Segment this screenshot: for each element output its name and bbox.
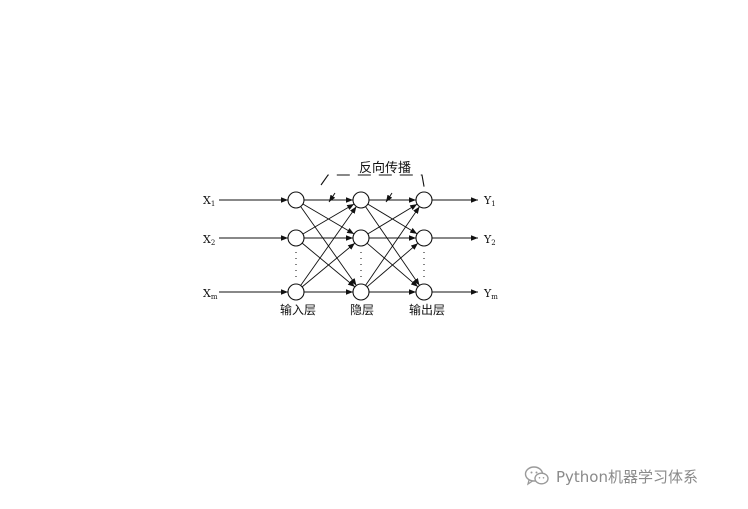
connection-edges <box>300 197 420 295</box>
output-label-m: Ym <box>483 287 498 301</box>
watermark: Python机器学习体系 <box>524 463 698 489</box>
output-node-3 <box>415 283 433 301</box>
output-label-2: Y2 <box>483 233 496 247</box>
ellipsis-dots <box>295 252 425 278</box>
network-nodes <box>287 191 433 301</box>
edge-hidden-3-to-2 <box>366 242 419 288</box>
layer-label-hidden: 隐层 <box>350 303 374 317</box>
layer-label-input: 输入层 <box>280 302 316 317</box>
hidden-node-1 <box>352 191 370 209</box>
input-labels: X1 X2 Xm <box>203 194 218 301</box>
edge-input-2-to-1 <box>302 203 355 235</box>
output-labels: Y1 Y2 Ym <box>483 194 498 301</box>
input-node-3 <box>287 283 305 301</box>
watermark-text: Python机器学习体系 <box>556 467 698 486</box>
hidden-node-2 <box>352 229 370 247</box>
edge-hidden-3-to-1 <box>365 206 420 286</box>
layer-label-output: 输出层 <box>409 302 445 317</box>
layer-labels: 输入层 隐层 输出层 <box>280 302 445 317</box>
input-label-m: Xm <box>203 287 218 301</box>
input-node-2 <box>287 229 305 247</box>
output-node-2 <box>415 229 433 247</box>
input-label-1: X1 <box>203 194 215 208</box>
io-lines <box>219 197 478 295</box>
input-label-2: X2 <box>203 233 215 247</box>
edge-input-3-to-2 <box>301 242 356 288</box>
wechat-icon <box>524 466 549 486</box>
output-node-1 <box>415 191 433 209</box>
backprop-dashed-line <box>320 174 426 193</box>
backprop-arrow-1 <box>328 192 336 203</box>
backprop-arrow-2 <box>385 192 393 203</box>
edge-input-3-to-1 <box>300 206 357 286</box>
backprop-title: 反向传播 <box>359 160 411 176</box>
backprop-bracket: 反向传播 <box>320 160 426 203</box>
output-label-1: Y1 <box>483 194 496 208</box>
edge-hidden-2-to-1 <box>367 203 418 235</box>
hidden-node-3 <box>352 283 370 301</box>
input-node-1 <box>287 191 305 209</box>
